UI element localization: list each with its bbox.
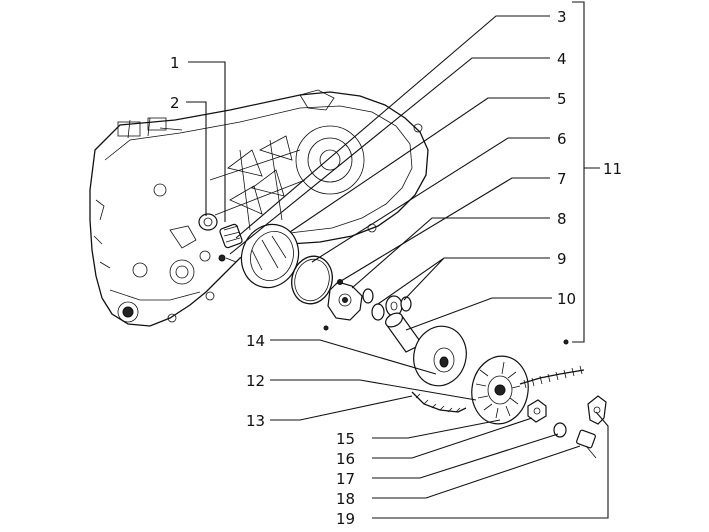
callout-17: 17 [336, 470, 355, 488]
callout-7: 7 [557, 170, 567, 188]
callout-18: 18 [336, 490, 355, 508]
callout-14: 14 [246, 332, 265, 350]
callout-16: 16 [336, 450, 355, 468]
callout-4: 4 [557, 50, 567, 68]
callout-9: 9 [557, 250, 567, 268]
callout-1: 1 [170, 54, 180, 72]
part-small-screw [218, 254, 237, 263]
part-drive-chain [519, 365, 585, 389]
part-washers [362, 288, 412, 321]
callout-5: 5 [557, 90, 567, 108]
part-nut [527, 399, 547, 423]
callout-10: 10 [557, 290, 576, 308]
part-o-ring [291, 255, 333, 305]
part-driven-pulley-cover [240, 223, 300, 289]
callout-19: 19 [336, 510, 355, 528]
callout-3: 3 [557, 8, 567, 26]
crankcase-housing [89, 89, 429, 327]
part-belt-section [411, 391, 467, 413]
callout-6: 6 [557, 130, 567, 148]
callout-13: 13 [246, 412, 265, 430]
leader-lines [186, 1, 609, 519]
part-washer [553, 422, 567, 438]
callout-8: 8 [557, 210, 567, 228]
callout-11: 11 [603, 160, 622, 178]
part-needle-bearing [219, 223, 243, 249]
part-bracket [587, 395, 607, 425]
callout-12: 12 [246, 372, 265, 390]
part-bolt [576, 429, 597, 459]
part-bushing [198, 213, 218, 231]
part-spacer-bush [385, 312, 423, 353]
callout-15: 15 [336, 430, 355, 448]
part-fixed-half-pulley [413, 325, 467, 387]
part-ramp-plate [327, 281, 363, 321]
part-movable-pulley [471, 355, 529, 425]
callout-2: 2 [170, 94, 180, 112]
callout-labels: 1 2 3 4 5 6 7 8 9 10 11 14 12 13 15 16 1… [170, 8, 622, 528]
